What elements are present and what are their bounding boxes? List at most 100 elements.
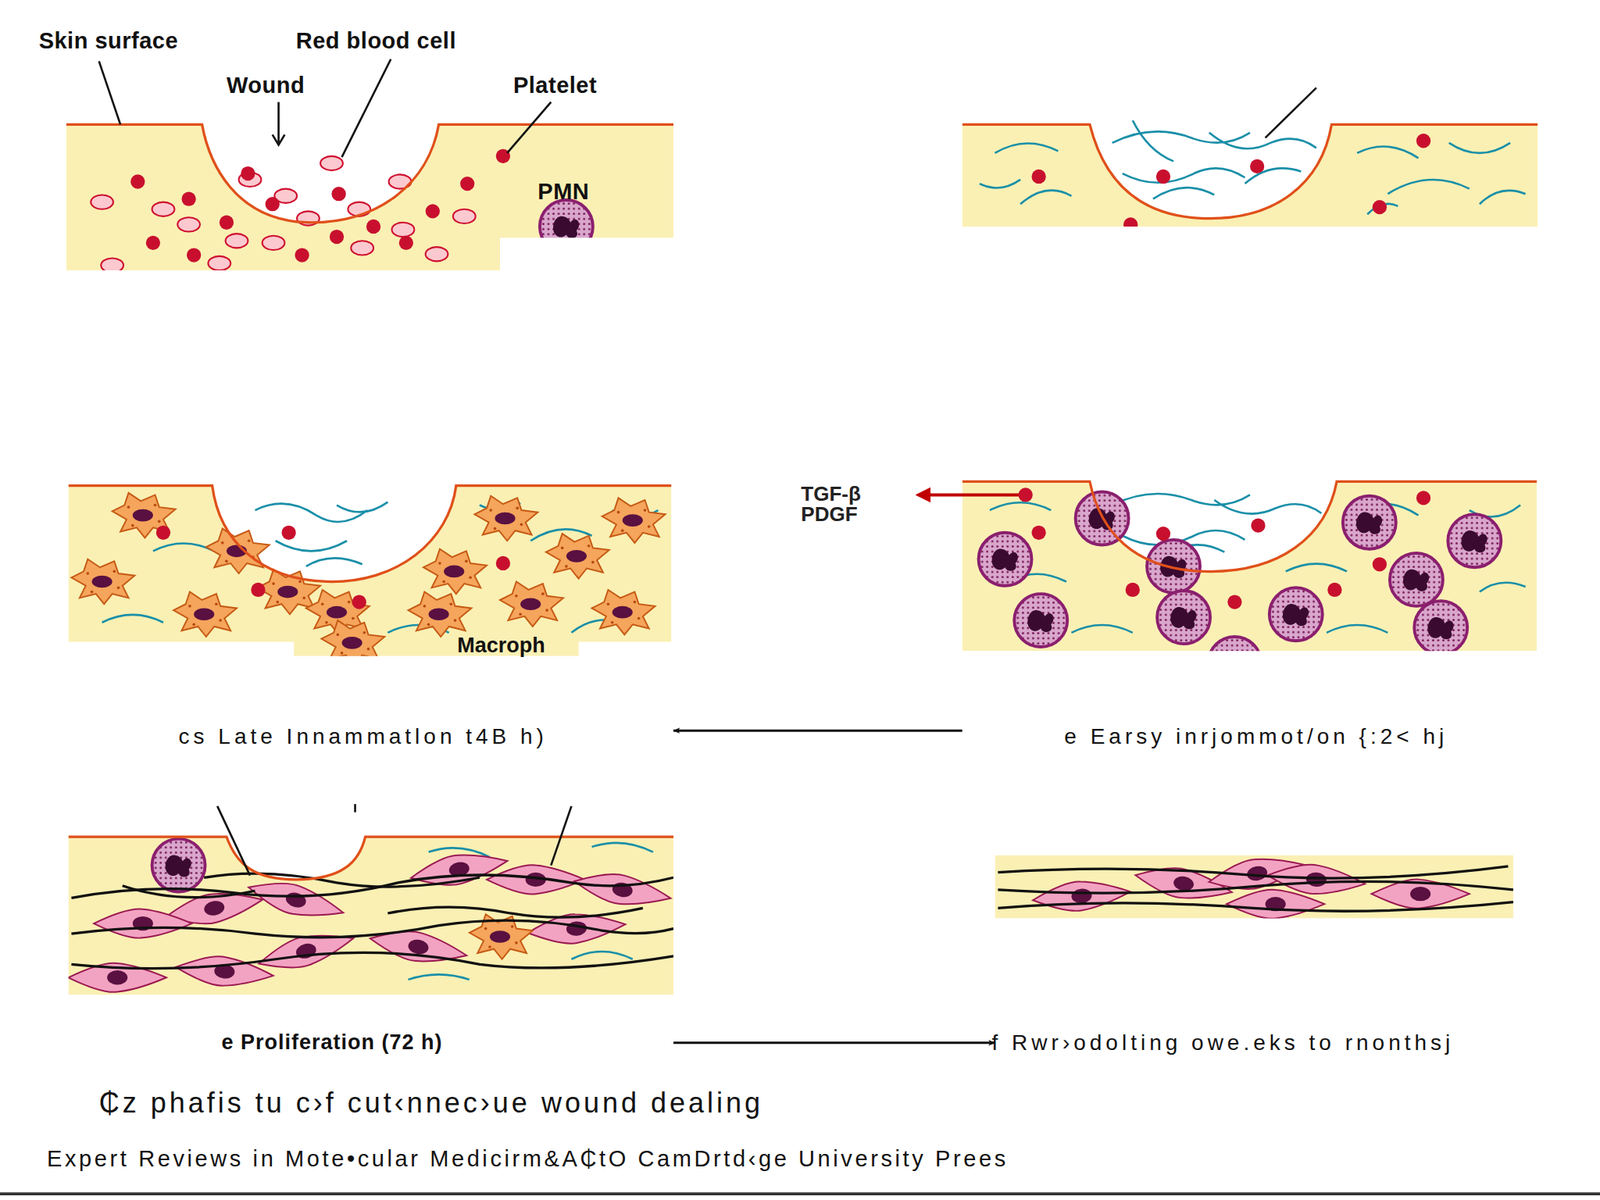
art-use — [1123, 217, 1138, 227]
art-use — [250, 582, 265, 597]
art-path — [994, 142, 1058, 153]
art-line — [507, 102, 551, 154]
art-path — [387, 907, 643, 918]
art-path — [1449, 142, 1511, 154]
art-path — [997, 866, 1508, 879]
art-use — [392, 222, 415, 237]
art-use — [321, 620, 385, 657]
art-path — [255, 503, 368, 522]
art-use — [1156, 169, 1171, 184]
art-use — [1250, 518, 1265, 533]
leader-line-b — [1265, 87, 1317, 138]
art-g — [997, 866, 1514, 911]
art-use — [174, 952, 275, 990]
art-path — [1071, 625, 1133, 633]
art-use — [281, 525, 296, 540]
part-label: TGF-β — [800, 482, 861, 506]
art-circle — [1018, 487, 1033, 502]
art-use — [1389, 553, 1443, 607]
part-label: PMN — [537, 179, 590, 205]
art-use — [329, 229, 344, 244]
art-use — [90, 194, 114, 209]
part-label: Macroph — [457, 634, 546, 658]
art-g — [979, 120, 1526, 215]
art-path — [68, 836, 675, 880]
art-use — [93, 908, 192, 938]
figure-caption: ₵z phafis tu c›f cut‹nnec›ue wound deali… — [99, 1087, 764, 1119]
art-path — [1214, 500, 1322, 515]
art-path — [571, 951, 633, 960]
art-path — [1479, 190, 1526, 204]
art-use — [207, 256, 231, 271]
art-path — [1357, 146, 1418, 159]
art-path — [68, 836, 675, 995]
art-use — [407, 592, 472, 637]
art-use — [399, 235, 414, 250]
art-use — [130, 174, 145, 189]
art-path — [407, 974, 469, 980]
growth-factor-arrow — [918, 487, 1033, 502]
part-label: Platelet — [513, 73, 597, 99]
art-path — [275, 540, 347, 551]
leader-lines-e — [217, 803, 572, 875]
art-use — [474, 496, 538, 541]
art-use — [460, 176, 475, 191]
art-path — [989, 502, 1051, 511]
art-use — [146, 235, 161, 250]
art-use — [1031, 169, 1046, 184]
art-path — [962, 124, 1539, 227]
art-use — [152, 839, 206, 893]
art-use — [71, 559, 135, 604]
panel-f-art — [994, 855, 1514, 919]
art-use — [546, 533, 610, 579]
art-use — [1031, 877, 1132, 915]
art-use — [1327, 582, 1342, 597]
footer-rule — [0, 1192, 1600, 1196]
phase-arrow — [673, 1041, 995, 1044]
art-path — [1209, 132, 1317, 149]
phase-panel: e Proliferation (72 h) — [68, 806, 675, 1062]
art-path — [1132, 120, 1174, 161]
leader-lines-a — [99, 59, 552, 158]
art-use — [173, 592, 237, 637]
art-rect — [500, 237, 679, 275]
phase-panel: cs Late Innammatlon t4B h) — [68, 479, 675, 776]
art-use — [219, 215, 234, 230]
part-label: Skin surface — [39, 28, 179, 54]
art-path — [1112, 493, 1250, 506]
art-use — [1372, 557, 1387, 572]
part-label: Wound — [226, 73, 305, 99]
art-path — [1285, 564, 1347, 572]
art-line — [550, 806, 572, 866]
art-use — [1372, 200, 1387, 215]
art-use — [367, 924, 470, 970]
art-path — [1479, 582, 1526, 593]
art-use — [331, 186, 346, 201]
art-path — [68, 485, 672, 657]
art-use — [602, 497, 666, 543]
art-use — [1416, 133, 1431, 148]
art-path — [979, 179, 1021, 189]
art-use — [262, 235, 286, 250]
art-use — [100, 257, 124, 271]
phase-caption: cs Late Innammatlon t4B h) — [178, 724, 567, 750]
art-path — [962, 124, 1539, 218]
art-path — [71, 952, 674, 968]
phase-caption: f Rwr›odolting owe.eks to rnonthsj — [992, 1030, 1455, 1056]
phase-panel: e Earsy inrjommot/on {:2< hj — [962, 479, 1539, 776]
art-use — [1157, 590, 1211, 644]
art-path — [306, 557, 363, 566]
art-path — [203, 873, 480, 887]
art-use — [1156, 526, 1171, 541]
art-use — [486, 864, 585, 894]
art-use — [592, 589, 656, 635]
art-use — [1031, 525, 1046, 540]
art-use — [1227, 594, 1242, 609]
art-line — [277, 102, 280, 143]
art-rect — [578, 642, 682, 665]
art-use — [425, 203, 440, 218]
art-path — [1326, 625, 1388, 633]
panel-e-art — [68, 836, 675, 995]
art-path — [122, 885, 256, 898]
